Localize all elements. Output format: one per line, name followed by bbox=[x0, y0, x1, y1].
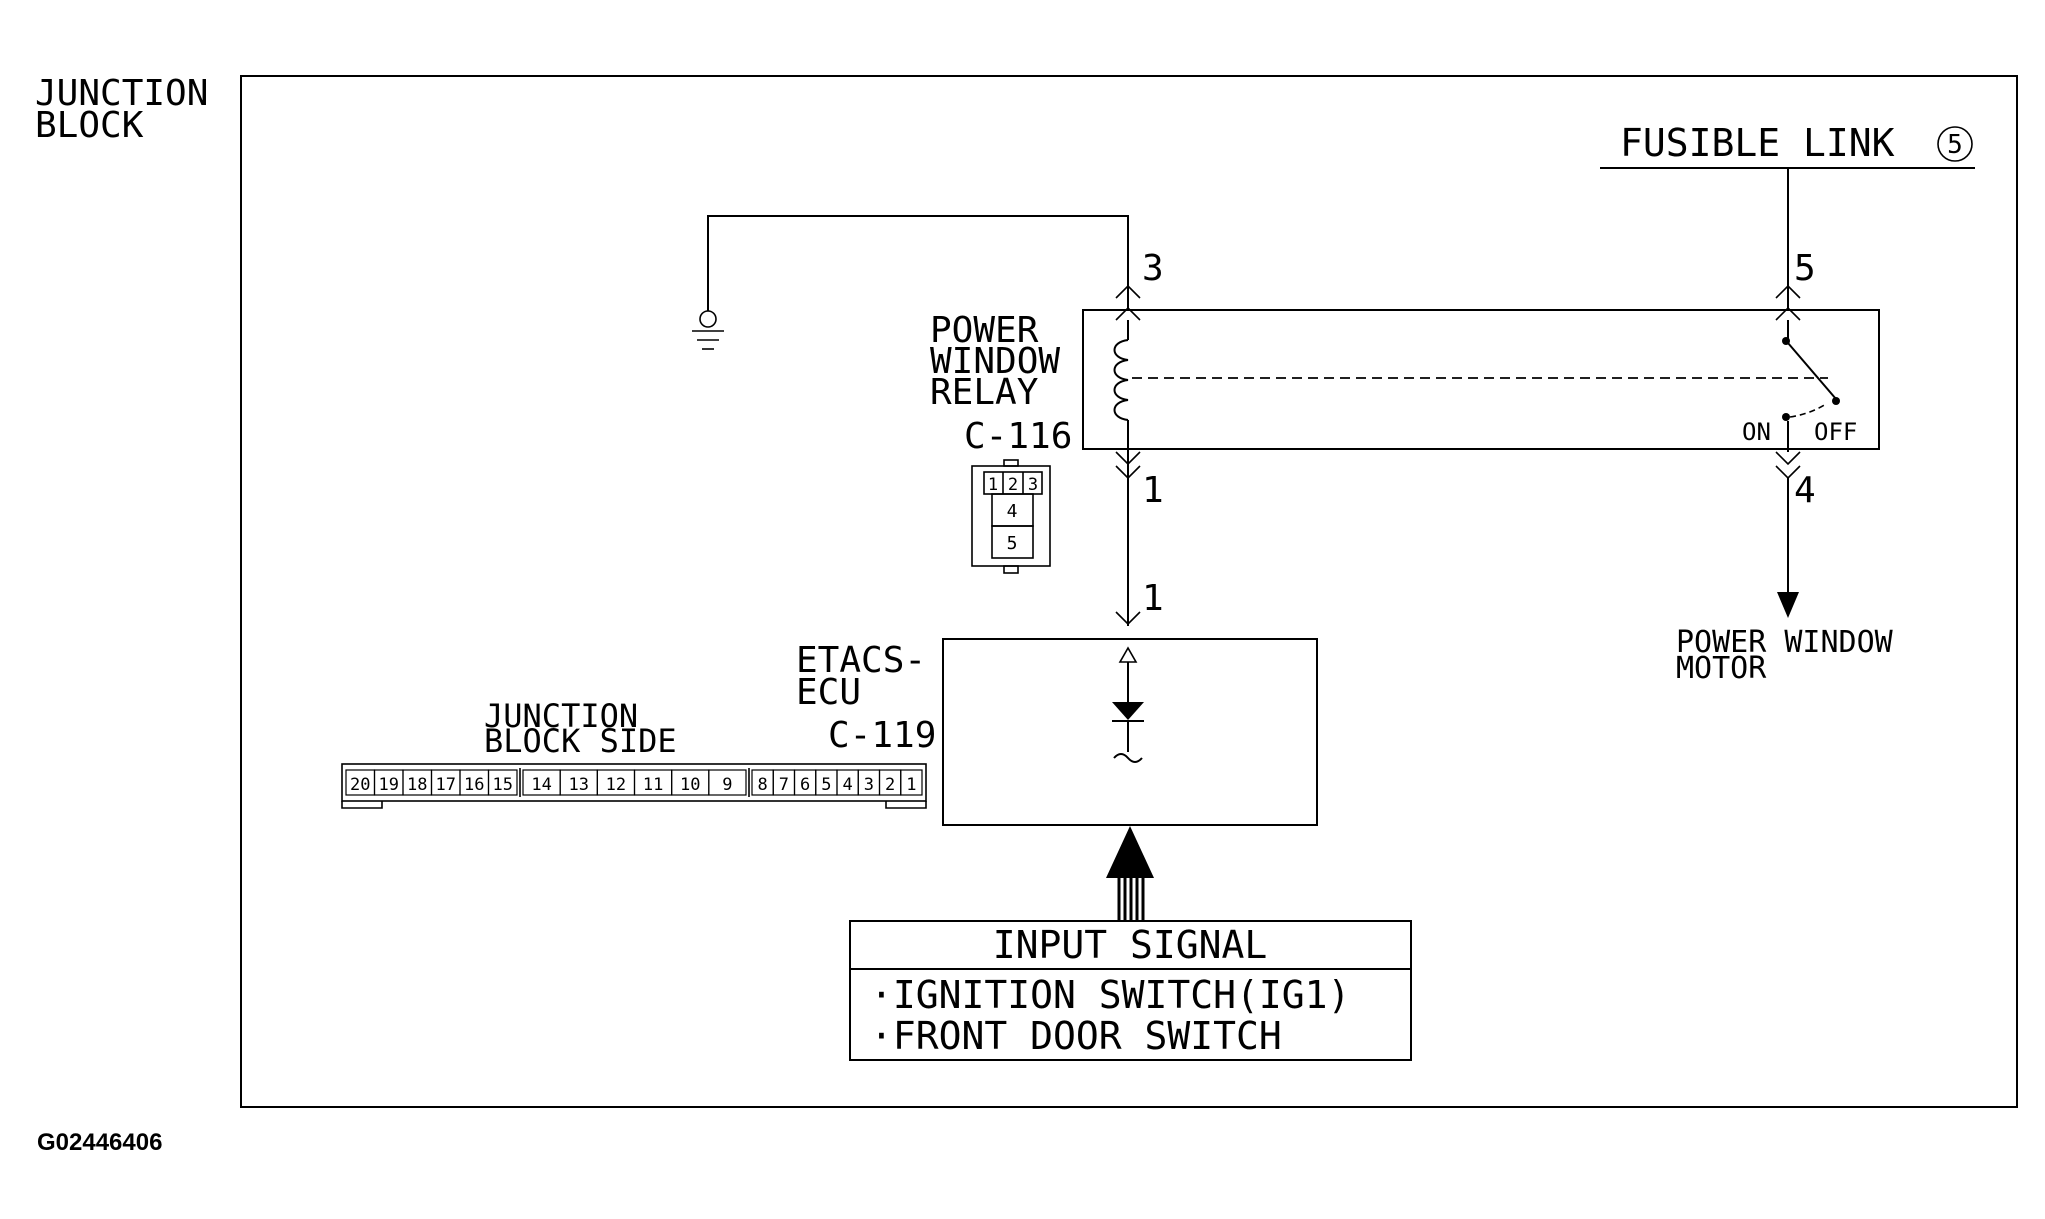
relay-pin-3-label: 3 bbox=[1142, 248, 1164, 289]
jb-pin-8: 8 bbox=[758, 775, 768, 795]
jb-pin-cell bbox=[708, 769, 747, 796]
jb-pin-19: 19 bbox=[379, 775, 399, 795]
relay-conn-pin-2: 2 bbox=[1008, 475, 1018, 495]
jb-pin-4: 4 bbox=[843, 775, 853, 795]
jb-pin-14: 14 bbox=[531, 775, 551, 795]
jb-pin-7: 7 bbox=[779, 775, 789, 795]
motor-label-line1: POWER WINDOW bbox=[1676, 625, 1894, 660]
jb-pin-2: 2 bbox=[885, 775, 895, 795]
jb-pin-12: 12 bbox=[606, 775, 626, 795]
jb-pin-18: 18 bbox=[407, 775, 427, 795]
input-signal-box bbox=[849, 920, 1412, 1061]
jb-pin-1: 1 bbox=[906, 775, 916, 795]
switch-travel-dashed bbox=[1789, 403, 1827, 418]
motor-arrow-icon bbox=[1777, 592, 1799, 618]
relay-label-line1: POWER bbox=[930, 310, 1039, 351]
jb-pin-17: 17 bbox=[436, 775, 456, 795]
relay-conn-pin-1: 1 bbox=[988, 475, 998, 495]
etacs-label-line1: ETACS- bbox=[796, 640, 926, 681]
relay-conn-pin-4: 4 bbox=[1007, 501, 1018, 522]
etacs-connector-label: C-119 bbox=[828, 715, 936, 756]
power-window-relay-box bbox=[1082, 309, 1880, 450]
relay-connector-pinout bbox=[971, 459, 1051, 574]
ecu-signal-tilde-icon bbox=[1113, 753, 1143, 763]
jb-pin-10: 10 bbox=[680, 775, 700, 795]
switch-off-contact bbox=[1832, 397, 1840, 405]
relay-pin-1-label: 1 bbox=[1142, 470, 1164, 511]
ground-symbol-icon bbox=[692, 310, 724, 350]
input-signal-item-2: ·FRONT DOOR SWITCH bbox=[870, 1014, 1282, 1058]
jb-pin-9: 9 bbox=[722, 775, 732, 795]
jb-pin-11: 11 bbox=[643, 775, 663, 795]
switch-arm bbox=[1787, 342, 1837, 400]
diode-icon bbox=[1112, 702, 1144, 720]
junction-block-frame bbox=[240, 75, 2018, 1108]
input-signal-bundle-arrow-icon bbox=[1106, 826, 1154, 922]
jb-pin-3: 3 bbox=[864, 775, 874, 795]
relay-label-line3: RELAY bbox=[930, 372, 1039, 413]
relay-pin-3-connector-icon bbox=[1115, 284, 1141, 321]
switch-on-contact bbox=[1782, 413, 1790, 421]
relay-label-line2: WINDOW bbox=[930, 341, 1060, 382]
jb-pin-5: 5 bbox=[821, 775, 831, 795]
relay-connector-label: C-116 bbox=[964, 416, 1072, 457]
etacs-label-line2: ECU bbox=[796, 672, 861, 713]
switch-off-label: OFF bbox=[1814, 418, 1857, 446]
relay-conn-pin-5: 5 bbox=[1007, 533, 1018, 554]
input-signal-title: INPUT SIGNAL bbox=[993, 923, 1268, 967]
motor-label-line2: MOTOR bbox=[1676, 651, 1767, 686]
relay-pin-4-label: 4 bbox=[1794, 470, 1816, 511]
ecu-pin-1-label: 1 bbox=[1142, 578, 1164, 619]
jb-side-label-line2: BLOCK SIDE bbox=[484, 722, 677, 760]
ecu-pin-1-connector-icon bbox=[1115, 611, 1141, 626]
jb-pin-6: 6 bbox=[800, 775, 810, 795]
jb-pin-cell bbox=[900, 769, 923, 796]
jb-pin-cell bbox=[487, 769, 518, 796]
jb-side-label-line1: JUNCTION bbox=[484, 697, 638, 735]
jb-side-connector bbox=[341, 763, 927, 809]
ecu-output-triangle-icon bbox=[1118, 646, 1138, 663]
relay-pin-5-label: 5 bbox=[1794, 248, 1816, 289]
relay-coil-icon bbox=[1113, 339, 1129, 421]
fusible-link-number-circle bbox=[1937, 126, 1973, 162]
relay-conn-pin-3: 3 bbox=[1028, 475, 1038, 495]
junction-block-label-line1: JUNCTION bbox=[35, 73, 208, 114]
relay-pin-5-connector-icon bbox=[1775, 284, 1801, 321]
etacs-ecu-box bbox=[942, 638, 1318, 826]
input-signal-item-1: ·IGNITION SWITCH(IG1) bbox=[870, 973, 1350, 1017]
jb-pin-13: 13 bbox=[569, 775, 589, 795]
junction-block-label-line2: BLOCK bbox=[35, 105, 144, 146]
jb-pin-15: 15 bbox=[493, 775, 513, 795]
figure-code: G02446406 bbox=[37, 1129, 162, 1156]
fusible-link-label: FUSIBLE LINK bbox=[1620, 121, 1895, 165]
switch-on-label: ON bbox=[1742, 418, 1771, 446]
jb-pin-16: 16 bbox=[464, 775, 484, 795]
wire-relay-to-ground bbox=[707, 215, 1129, 311]
jb-pin-20: 20 bbox=[350, 775, 370, 795]
fusible-link-number: 5 bbox=[1947, 130, 1963, 160]
